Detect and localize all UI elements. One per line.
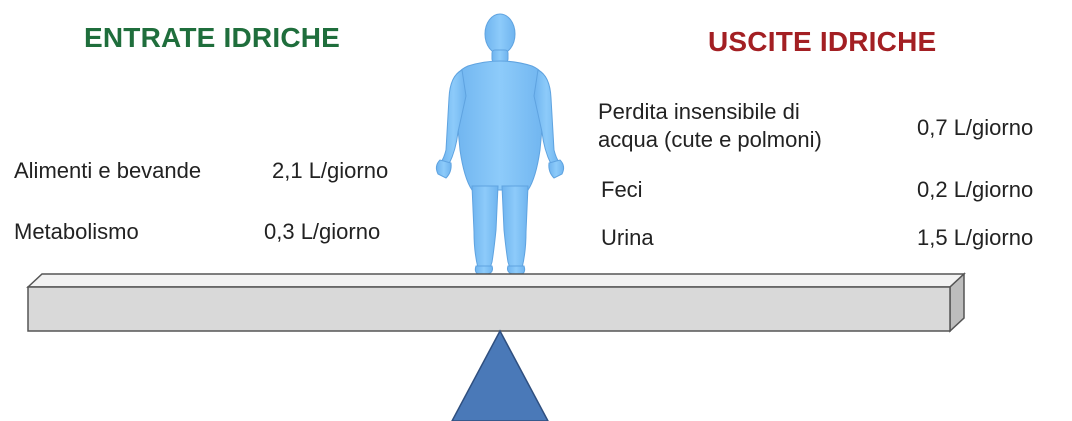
output-label-urine: Urina	[601, 225, 654, 250]
intake-value-metabolism: 0,3 L/giorno	[264, 219, 381, 244]
intake-label-food: Alimenti e bevande	[14, 158, 202, 183]
human-figure-icon	[435, 13, 565, 275]
intake-value-food: 2,1 L/giorno	[272, 158, 389, 183]
output-label-insensible-line1: Perdita insensibile di	[598, 99, 800, 124]
output-value-urine: 1,5 L/giorno	[917, 225, 1034, 250]
intake-title: ENTRATE IDRICHE	[84, 22, 341, 53]
fulcrum-triangle	[451, 329, 549, 421]
balance-beam	[26, 272, 966, 333]
output-label-feces: Feci	[601, 177, 643, 202]
intake-label-metabolism: Metabolismo	[14, 219, 139, 244]
output-value-insensible: 0,7 L/giorno	[917, 115, 1034, 140]
output-title: USCITE IDRICHE	[708, 26, 937, 57]
output-value-feces: 0,2 L/giorno	[917, 177, 1034, 202]
output-label-insensible-line2: acqua (cute e polmoni)	[598, 127, 822, 152]
